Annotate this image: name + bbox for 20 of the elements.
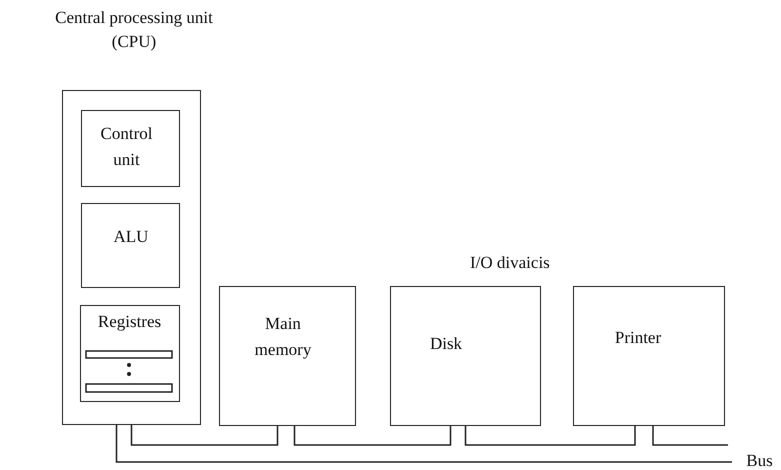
bus-line — [294, 426, 452, 446]
alu-box — [80, 202, 180, 288]
diagram-title: Central processing unit (CPU) — [54, 7, 214, 53]
bus-line — [130, 425, 278, 446]
bus-line — [464, 426, 636, 446]
bus-line — [116, 425, 732, 463]
memory-box — [219, 286, 356, 426]
control-unit-box — [80, 110, 180, 186]
cpu-box — [62, 90, 201, 425]
printer-box — [573, 286, 725, 426]
group-label: I/O divaicis — [470, 253, 550, 273]
node-text: Main memory — [254, 313, 312, 361]
bus-line — [652, 426, 728, 446]
registers-box — [80, 304, 180, 402]
node-text: Registres — [96, 310, 162, 333]
node-text: Control unit — [100, 122, 154, 170]
node-text: Printer — [614, 327, 662, 349]
node-text: ALU — [112, 226, 150, 248]
bus-label: Bus — [745, 450, 774, 470]
node-text: Disk — [428, 333, 464, 355]
